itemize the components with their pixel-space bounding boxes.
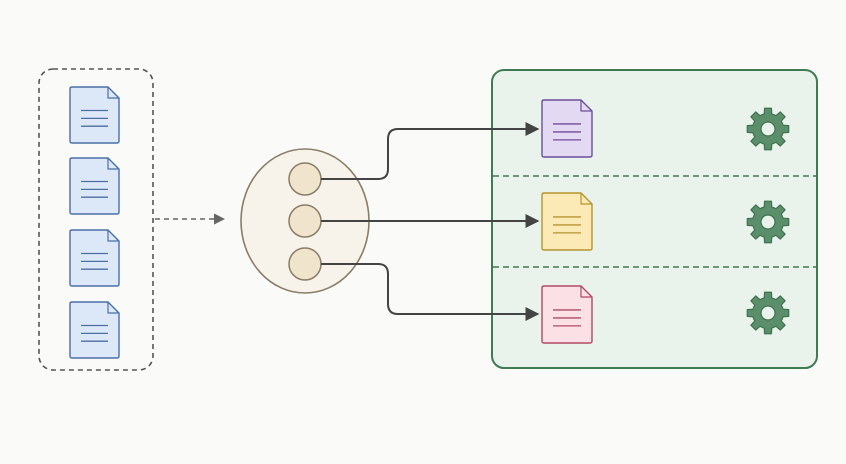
route-connector-top — [321, 122, 540, 180]
gear-icon — [746, 107, 790, 151]
gear-icon — [746, 291, 790, 335]
lane-document-icon — [541, 99, 593, 158]
source-document-icon — [69, 157, 120, 215]
router-slot — [288, 247, 322, 281]
router-slot — [288, 162, 322, 196]
router-slots — [288, 162, 322, 281]
source-document-icon — [69, 301, 120, 359]
router-slot — [288, 204, 322, 238]
source-documents-group — [38, 68, 154, 371]
lane-document-icon — [541, 192, 593, 251]
route-connector-bottom — [321, 263, 540, 321]
source-document-icon — [69, 86, 120, 144]
source-documents — [69, 86, 120, 359]
lane-document-icon — [541, 285, 593, 344]
processing-lanes — [541, 99, 790, 344]
source-document-icon — [69, 229, 120, 287]
gear-icon — [746, 200, 790, 244]
